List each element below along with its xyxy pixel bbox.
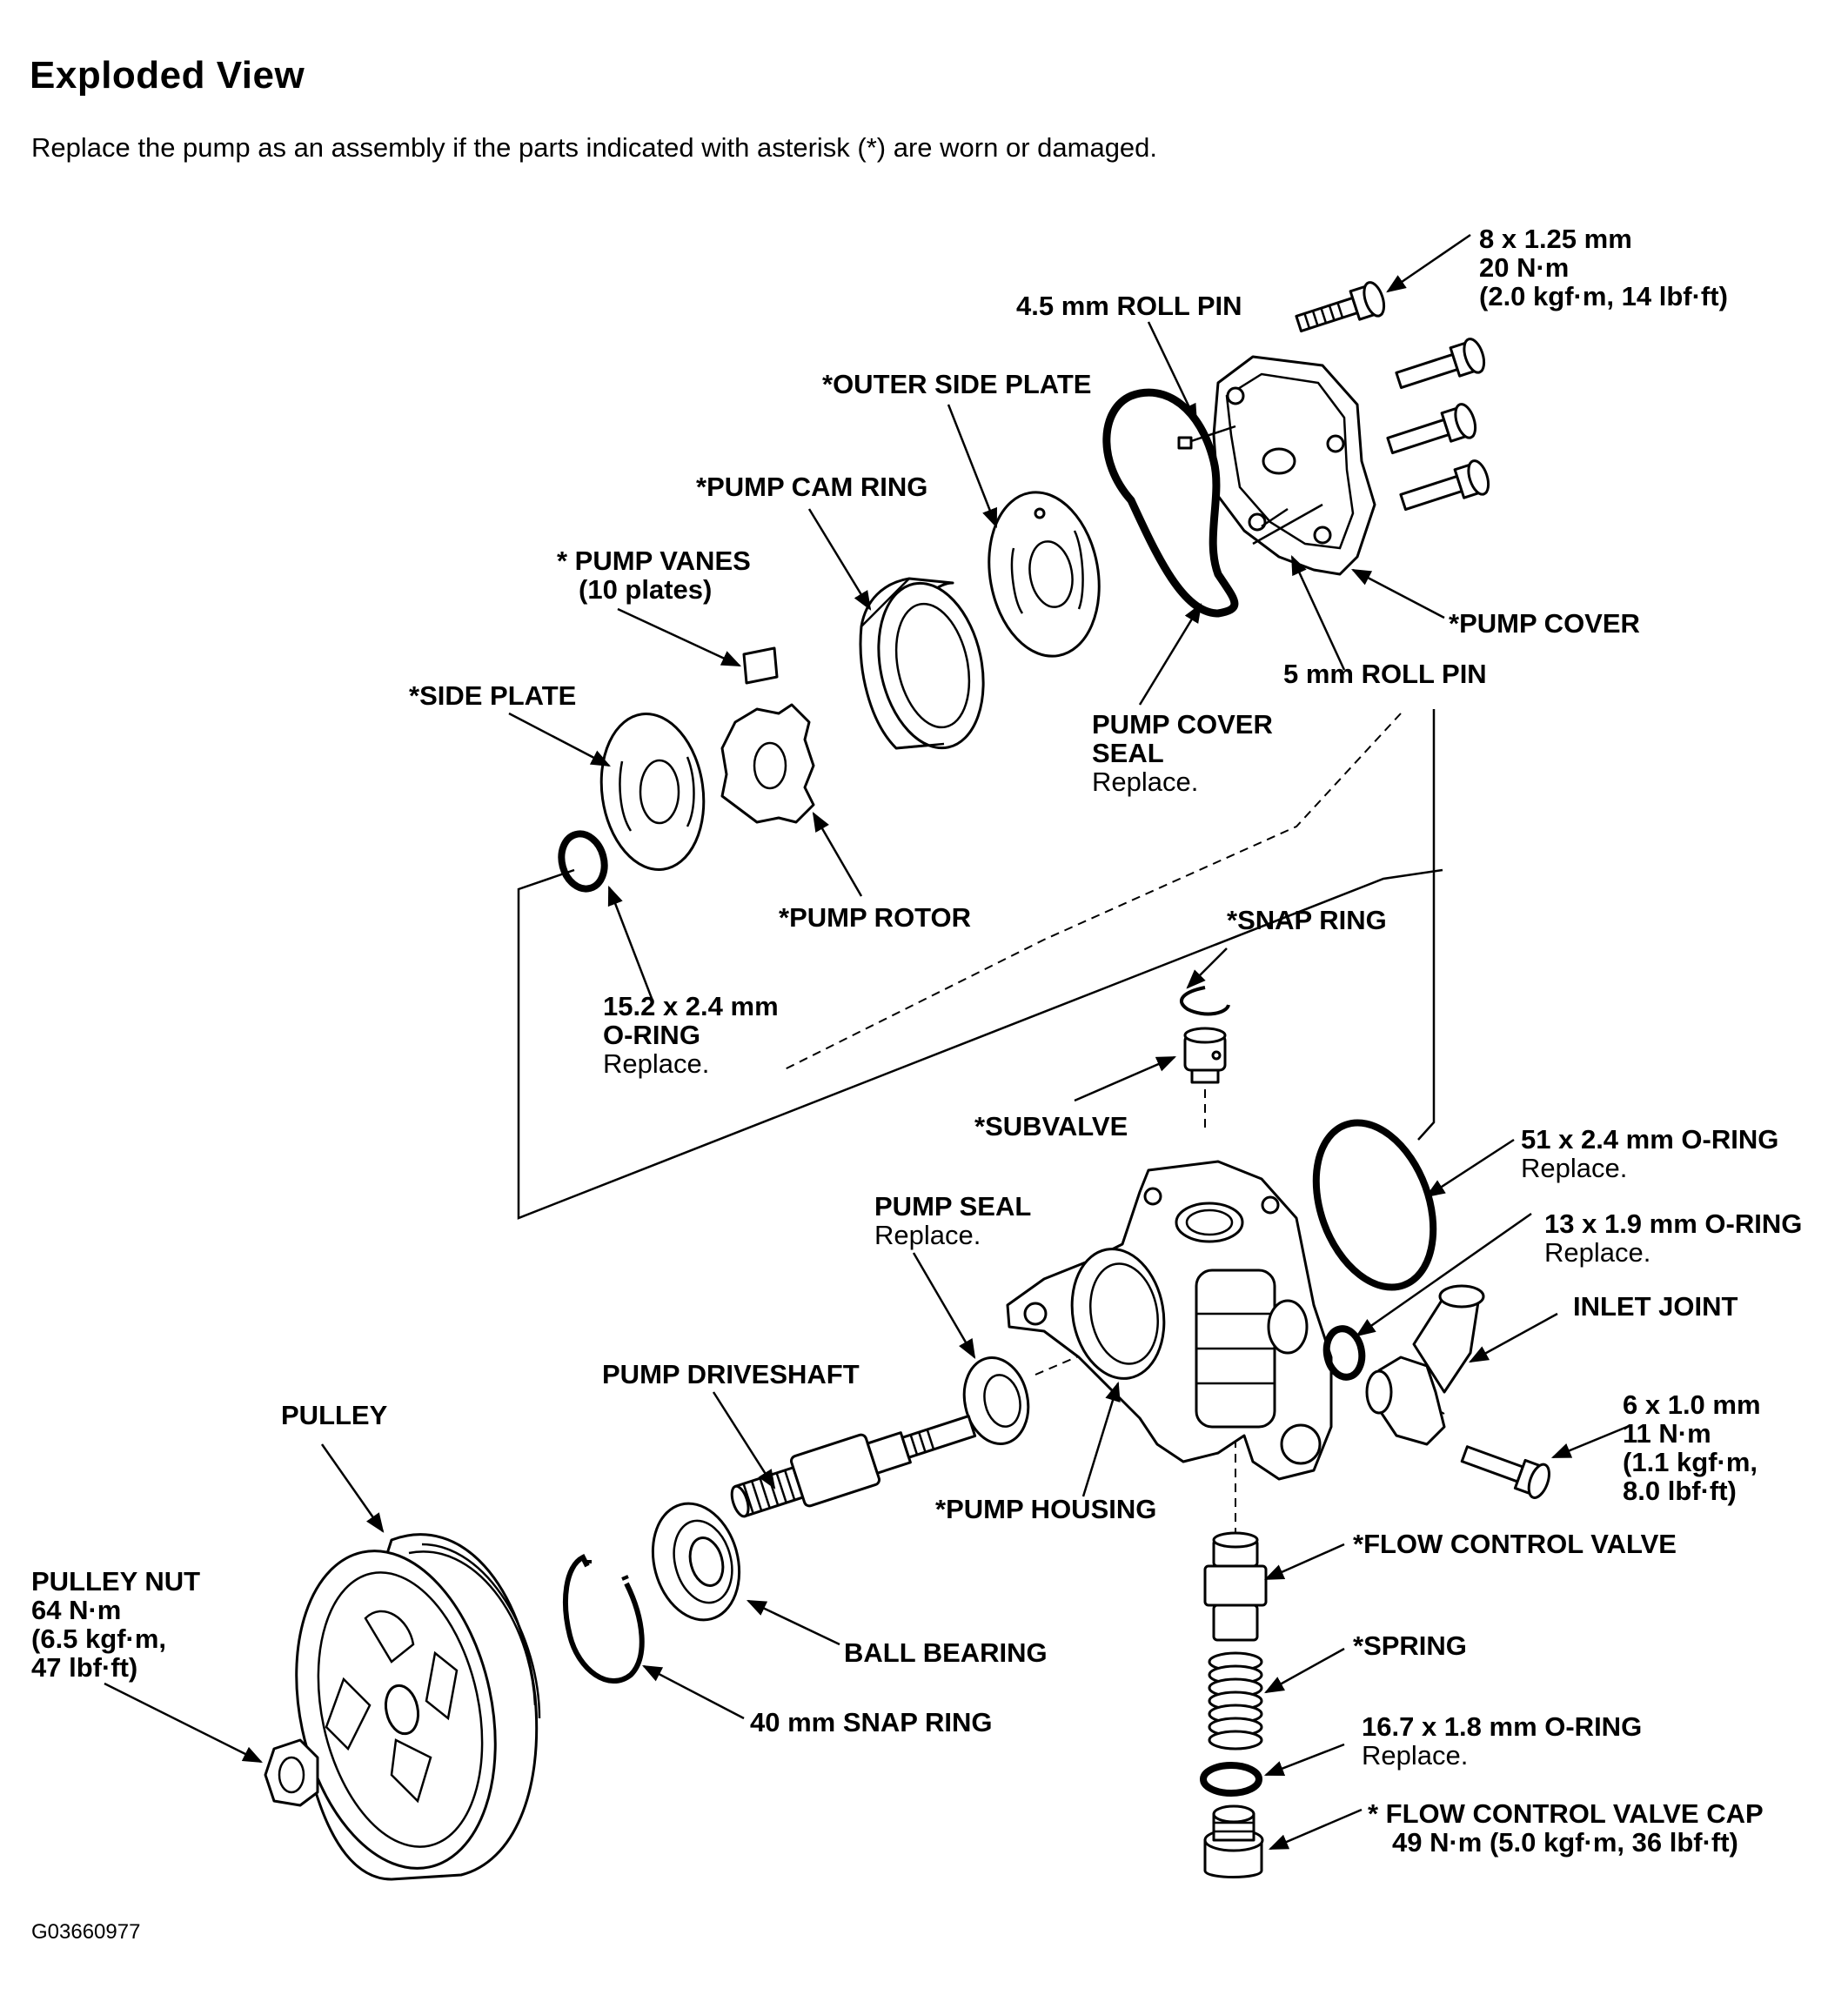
label-outer-side-plate: *OUTER SIDE PLATE xyxy=(822,369,1091,399)
label-bolt-top-1: 8 x 1.25 mm xyxy=(1479,224,1632,254)
ball-bearing-icon xyxy=(651,1502,741,1622)
callout-bolt-top: 8 x 1.25 mm 20 N·m (2.0 kgf·m, 14 lbf·ft… xyxy=(1479,224,1728,311)
valve-cap-icon xyxy=(1203,1804,1264,1878)
label-pump-cover-seal-note: Replace. xyxy=(1092,767,1198,797)
label-o-ring-167-note: Replace. xyxy=(1362,1740,1468,1771)
label-pump-housing: *PUMP HOUSING xyxy=(935,1494,1156,1524)
callout-o-ring-167: 16.7 x 1.8 mm O-RING Replace. xyxy=(1362,1711,1642,1771)
callout-pump-vanes: * PUMP VANES (10 plates) xyxy=(557,546,751,605)
label-pump-vanes-1: * PUMP VANES xyxy=(557,546,751,576)
snap-ring-icon xyxy=(563,1553,645,1684)
pump-seal-icon xyxy=(962,1356,1030,1445)
callout-bolt-inlet: 6 x 1.0 mm 11 N·m (1.1 kgf·m, 8.0 lbf·ft… xyxy=(1623,1389,1761,1506)
label-o-ring-167: 16.7 x 1.8 mm O-RING xyxy=(1362,1711,1642,1742)
label-o-ring-13-note: Replace. xyxy=(1544,1237,1650,1268)
bolt-icon xyxy=(1460,1445,1550,1499)
label-o-ring-152-note: Replace. xyxy=(603,1048,709,1079)
side-plate-icon xyxy=(599,713,706,871)
label-pump-vanes-2: (10 plates) xyxy=(579,574,712,605)
pulley-icon xyxy=(295,1533,541,1881)
label-roll-pin-45: 4.5 mm ROLL PIN xyxy=(1016,291,1242,321)
pump-cover-icon xyxy=(1177,355,1376,576)
label-pump-rotor: *PUMP ROTOR xyxy=(779,902,971,933)
label-pump-seal-note: Replace. xyxy=(874,1220,981,1250)
label-o-ring-51-note: Replace. xyxy=(1521,1153,1627,1183)
label-bolt-top-3: (2.0 kgf·m, 14 lbf·ft) xyxy=(1479,281,1728,311)
label-snap-ring-top: *SNAP RING xyxy=(1227,905,1387,935)
label-pulley-nut-1: PULLEY NUT xyxy=(31,1566,200,1597)
outer-side-plate-icon xyxy=(988,491,1101,658)
callout-o-ring-51: 51 x 2.4 mm O-RING Replace. xyxy=(1521,1124,1778,1183)
label-o-ring-152-2: O-RING xyxy=(603,1020,700,1050)
label-ball-bearing: BALL BEARING xyxy=(844,1637,1048,1668)
callout-pulley-nut: PULLEY NUT 64 N·m (6.5 kgf·m, 47 lbf·ft) xyxy=(31,1566,200,1683)
label-pump-seal: PUMP SEAL xyxy=(874,1191,1031,1222)
label-pulley-nut-2: 64 N·m xyxy=(31,1595,121,1625)
label-snap-ring-40: 40 mm SNAP RING xyxy=(750,1707,993,1737)
pulley-nut-icon xyxy=(264,1738,319,1807)
label-fcv-cap-torque: 49 N·m (5.0 kgf·m, 36 lbf·ft) xyxy=(1392,1827,1738,1858)
label-fcv-cap: * FLOW CONTROL VALVE CAP xyxy=(1368,1798,1764,1829)
label-inlet-joint: INLET JOINT xyxy=(1573,1291,1738,1322)
label-bolt-top-2: 20 N·m xyxy=(1479,252,1569,283)
spring-icon xyxy=(1208,1651,1263,1751)
o-ring-icon xyxy=(1200,1762,1262,1797)
o-ring-icon xyxy=(1322,1325,1366,1381)
label-o-ring-152-1: 15.2 x 2.4 mm xyxy=(603,991,779,1021)
bolt-icon xyxy=(1386,338,1490,512)
vane-icon xyxy=(742,646,779,685)
figure-code: G03660977 xyxy=(31,1920,140,1944)
page-subtitle: Replace the pump as an assembly if the p… xyxy=(31,132,1158,163)
subvalve-icon xyxy=(1183,1027,1227,1084)
callout-pump-cover-seal: PUMP COVER SEAL Replace. xyxy=(1092,709,1273,797)
label-pump-cam-ring: *PUMP CAM RING xyxy=(696,472,927,502)
label-pump-driveshaft: PUMP DRIVESHAFT xyxy=(602,1359,860,1389)
label-bolt-inlet-3: (1.1 kgf·m, xyxy=(1623,1447,1758,1477)
pump-housing-icon xyxy=(1006,1160,1333,1481)
label-pulley-nut-3: (6.5 kgf·m, xyxy=(31,1623,166,1654)
label-spring: *SPRING xyxy=(1353,1630,1467,1661)
label-pulley: PULLEY xyxy=(281,1400,388,1430)
callout-fcv-cap: * FLOW CONTROL VALVE CAP 49 N·m (5.0 kgf… xyxy=(1368,1798,1764,1858)
cam-ring-icon xyxy=(859,577,985,750)
bolt-icon xyxy=(1295,281,1386,333)
label-pump-cover-seal-2: SEAL xyxy=(1092,738,1164,768)
callout-pump-seal: PUMP SEAL Replace. xyxy=(874,1191,1031,1250)
leader-lines xyxy=(104,233,1628,1851)
o-ring-icon xyxy=(558,830,608,893)
label-pump-cover-seal-1: PUMP COVER xyxy=(1092,709,1273,740)
label-bolt-inlet-2: 11 N·m xyxy=(1623,1418,1711,1449)
label-flow-control-valve: *FLOW CONTROL VALVE xyxy=(1353,1529,1677,1559)
label-subvalve: *SUBVALVE xyxy=(974,1111,1128,1141)
label-o-ring-51: 51 x 2.4 mm O-RING xyxy=(1521,1124,1778,1155)
label-o-ring-13: 13 x 1.9 mm O-RING xyxy=(1544,1208,1802,1239)
inlet-joint-icon xyxy=(1365,1284,1485,1446)
flow-control-valve-icon xyxy=(1203,1531,1268,1642)
label-bolt-inlet-1: 6 x 1.0 mm xyxy=(1623,1389,1761,1420)
label-roll-pin-5: 5 mm ROLL PIN xyxy=(1283,659,1487,689)
label-side-plate: *SIDE PLATE xyxy=(409,680,576,711)
callout-o-ring-152: 15.2 x 2.4 mm O-RING Replace. xyxy=(603,991,779,1079)
label-pulley-nut-4: 47 lbf·ft) xyxy=(31,1652,137,1683)
label-bolt-inlet-4: 8.0 lbf·ft) xyxy=(1623,1476,1737,1506)
rotor-icon xyxy=(720,703,815,824)
snap-ring-icon xyxy=(1180,986,1230,1016)
label-pump-cover: *PUMP COVER xyxy=(1449,608,1640,639)
page-title: Exploded View xyxy=(30,54,305,97)
callout-o-ring-13: 13 x 1.9 mm O-RING Replace. xyxy=(1544,1208,1802,1268)
o-ring-icon xyxy=(1312,1119,1437,1291)
